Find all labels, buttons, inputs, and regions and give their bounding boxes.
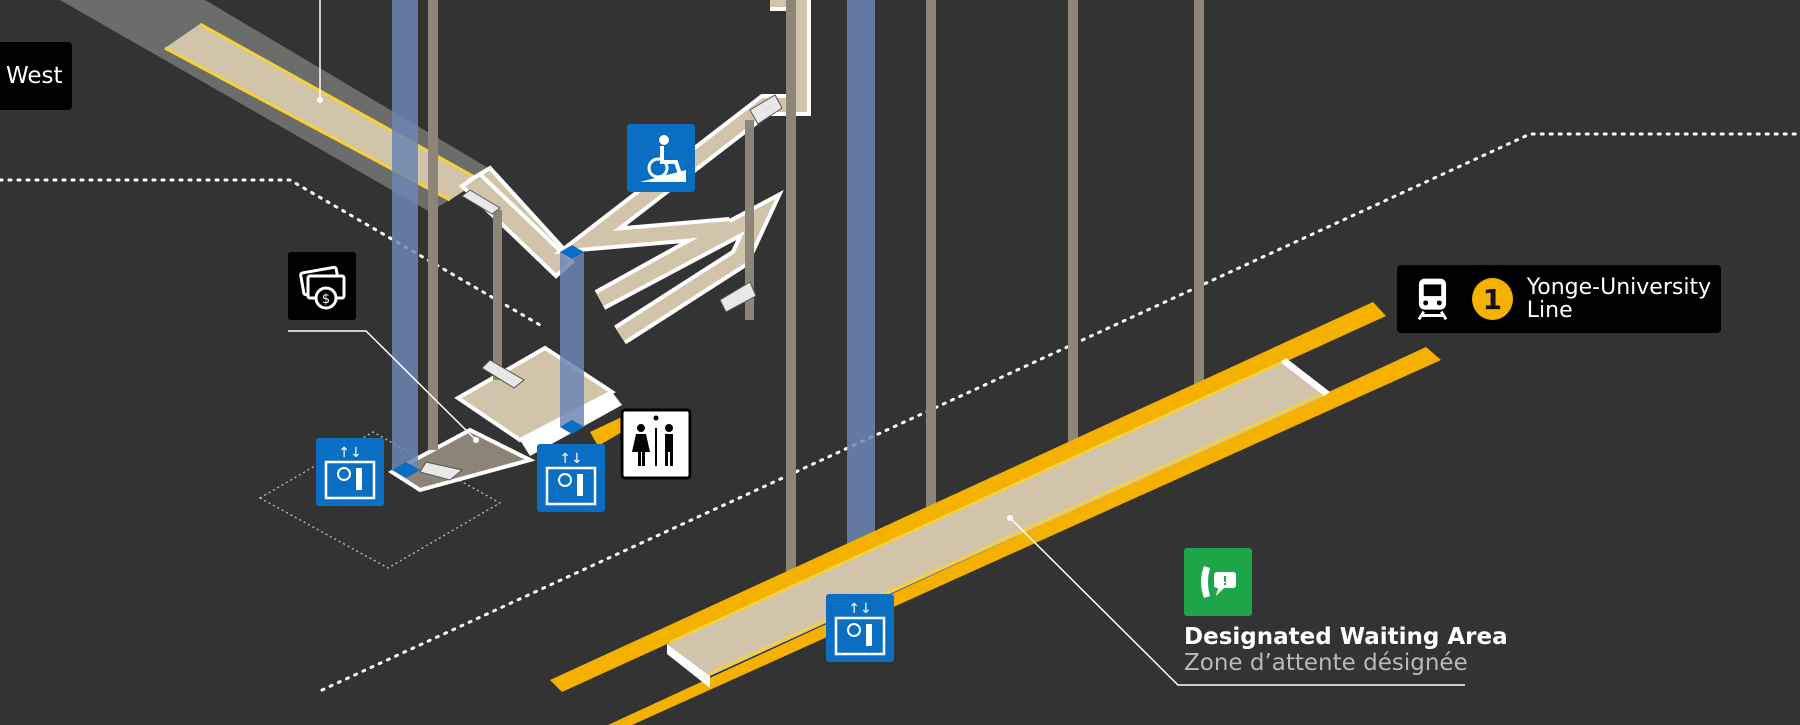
elevator-shaft xyxy=(392,0,418,470)
leader-dot xyxy=(317,97,323,103)
elevator-shaft xyxy=(847,0,875,580)
washroom-icon xyxy=(620,408,692,480)
elevator-icon: ↑↓ xyxy=(316,438,384,506)
lower-corridor xyxy=(388,427,536,493)
stair-column xyxy=(926,0,936,530)
svg-text:↑↓: ↑↓ xyxy=(559,451,582,467)
platform-side xyxy=(667,644,710,688)
elevator-cap xyxy=(392,462,420,478)
stair-column xyxy=(1068,0,1078,470)
leader-line xyxy=(288,330,477,441)
stair-column xyxy=(493,210,502,380)
fare-payment-icon: $ xyxy=(288,252,356,320)
leader-dot xyxy=(1007,515,1013,521)
leader-line xyxy=(1009,517,1465,686)
subway-line-label: 1 Yonge-University Line xyxy=(1397,265,1721,333)
platform-yellow-edge-south xyxy=(608,347,1441,725)
platform-safety-line xyxy=(707,392,1323,676)
emergency-phone-icon: ! xyxy=(1184,548,1252,616)
walkway-segment xyxy=(458,171,575,279)
elevator-shaft xyxy=(560,252,584,427)
line-name: Yonge-University Line xyxy=(1526,275,1712,323)
boundary-dotted-line xyxy=(0,178,542,327)
line-number-badge: 1 xyxy=(1471,278,1513,320)
footprint-dotted-outline xyxy=(258,431,502,569)
stair-column xyxy=(1194,0,1204,400)
direction-label-west: West xyxy=(0,42,72,110)
orange-edge-marker xyxy=(590,416,624,446)
svg-text:$: $ xyxy=(322,292,330,307)
accessible-ramp-icon xyxy=(627,124,695,192)
elevator-cap xyxy=(560,420,584,434)
stair-column xyxy=(428,0,438,450)
elevator-cap xyxy=(560,245,584,259)
platform-yellow-edge-north xyxy=(550,302,1386,692)
lower-concourse xyxy=(454,345,616,443)
train-icon xyxy=(1417,278,1448,321)
direction-label-text: West xyxy=(6,63,63,89)
leader-dot xyxy=(473,437,479,443)
waiting-area-label-en: Designated Waiting Area xyxy=(1184,624,1508,650)
svg-text:!: ! xyxy=(1222,574,1227,588)
elevator-icon: ↑↓ xyxy=(537,444,605,512)
platform-safety-line xyxy=(669,360,1283,644)
svg-text:↑↓: ↑↓ xyxy=(338,445,361,461)
platform-side xyxy=(1280,358,1330,396)
boundary-dotted-line xyxy=(320,132,1800,692)
waiting-area-label-fr: Zone d’attente désignée xyxy=(1184,650,1468,676)
svg-text:↑↓: ↑↓ xyxy=(848,601,871,617)
stair-column xyxy=(786,0,796,600)
stair-column xyxy=(745,120,754,320)
elevator-icon: ↑↓ xyxy=(826,594,894,662)
